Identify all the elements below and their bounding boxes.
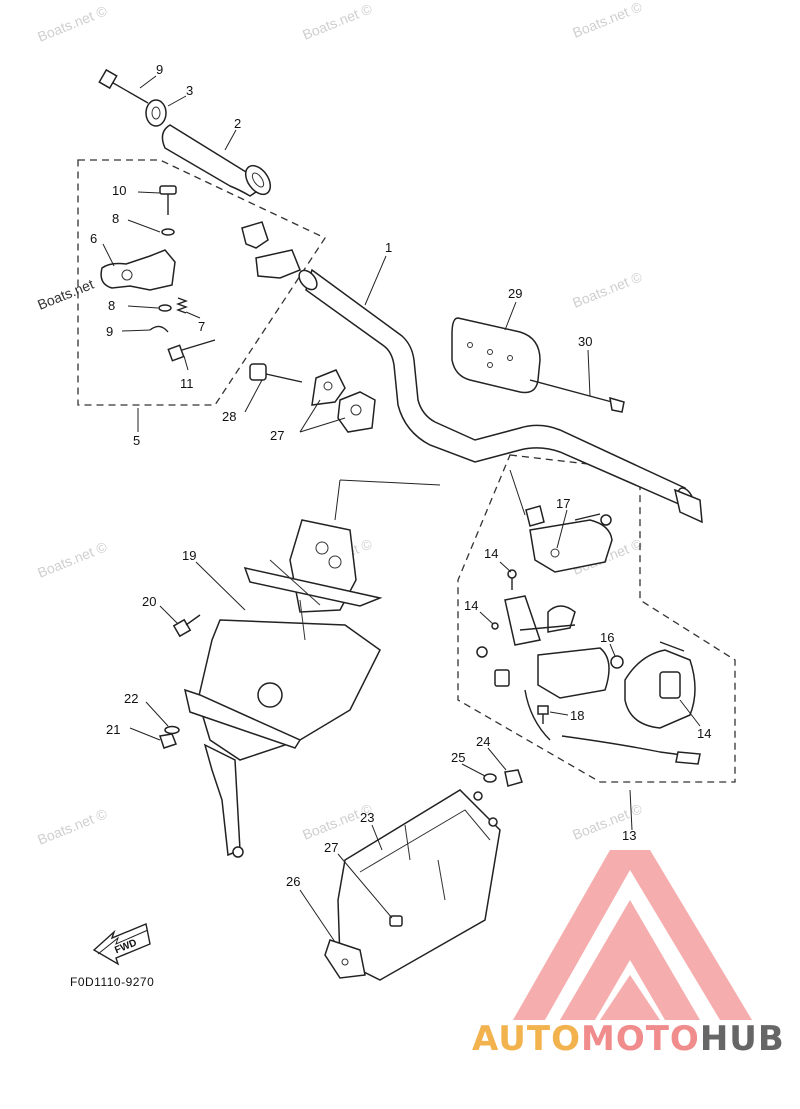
callout-23: 24 [476,734,490,749]
watermark: Boats.net © [35,2,110,45]
handlebar-holder [241,221,301,279]
part-2-grip [161,124,272,197]
callout-18: 19 [182,548,196,563]
callout-28: 28 [222,409,236,424]
part-8-washer-lower [158,304,172,312]
assembly-12-outline [457,454,736,783]
part-18-steering-column [183,519,383,858]
callout-5: 5 [133,433,140,448]
part-8-washer [161,228,175,236]
watermark: Boats.net [35,276,96,313]
switch-wiring [524,689,701,765]
diagram-ref: F0D1110-9270 [70,975,154,989]
watermark: Boats.net © [570,268,645,311]
leader-lines [102,75,701,943]
callout-13: 14 [697,726,711,741]
callout-16: 17 [556,496,570,511]
callout-6: 6 [90,231,97,246]
callout-8: 8 [112,211,119,226]
callout-24: 25 [451,750,465,765]
part-26-clip [389,915,403,927]
part-19-bolt [172,614,201,638]
automotohub-wordmark: AUTOMOTOHUB [472,1018,785,1060]
callout-labels: 9 3 2 1 10 8 6 8 9 7 11 5 29 30 28 27 19… [90,62,711,889]
part-10-bolt [159,185,177,215]
watermark-layer: Boats.net © Boats.net © Boats.net © Boat… [35,0,645,848]
logo-auto-text: AUTO [472,1019,581,1059]
assembly-5-outline [77,159,326,406]
callout-19: 20 [142,594,156,609]
part-4-bolt [98,68,149,104]
watermark: Boats.net © [570,0,645,41]
part-29-pad [451,317,541,394]
callout-29: 29 [508,286,522,301]
part-20-nut [159,733,177,749]
callout-1: 1 [385,240,392,255]
callout-10: 10 [112,183,126,198]
callout-11: 11 [180,376,194,391]
automotohub-logo-mark [513,850,752,1020]
logo-moto-text: MOTO [580,1019,700,1059]
part-14-screw [507,569,517,590]
part-3-nut [145,99,167,127]
switch-internals [476,595,610,699]
part-15-knob [610,655,624,669]
part-23-nut [504,769,523,787]
part-21-washer [164,725,180,735]
logo-hub-text: HUB [699,1019,785,1059]
callout-25: 26 [286,874,300,889]
watermark: Boats.net © [35,805,110,848]
part-27-clamp [311,369,376,433]
part-9-clip [149,325,169,333]
part-16-switch-housing [525,505,613,573]
callout-8-lower: 8 [108,298,115,313]
watermark: Boats.net © [35,538,110,581]
callout-4: 9 [156,62,163,77]
part-1-handlebar [298,268,703,524]
callout-7: 7 [198,319,205,334]
part-22-storage-box [337,789,501,981]
callout-9: 9 [106,324,113,339]
callout-14: 14 [484,546,498,561]
callout-2: 2 [234,116,241,131]
part-6-lever [100,249,176,291]
part-25-bracket [324,939,366,979]
callout-3: 3 [186,83,193,98]
callout-15: 16 [600,630,614,645]
callout-20: 21 [106,722,120,737]
part-11-bolt [167,339,216,362]
watermark: Boats.net © [300,0,375,43]
callout-30: 30 [578,334,592,349]
callout-17: 18 [570,708,584,723]
fwd-arrow: FWD [92,923,151,966]
callout-26: 27 [324,840,338,855]
callout-14-lower: 14 [464,598,478,613]
part-28-bolt [249,363,303,383]
part-30-strap [529,379,625,413]
callout-21: 22 [124,691,138,706]
part-7-spring [176,297,188,314]
callout-22: 23 [360,810,374,825]
part-13-cover [624,641,696,729]
callout-12: 13 [622,828,636,843]
callout-27: 27 [270,428,284,443]
part-17-screw [537,705,549,724]
part-24-washer [483,773,497,783]
